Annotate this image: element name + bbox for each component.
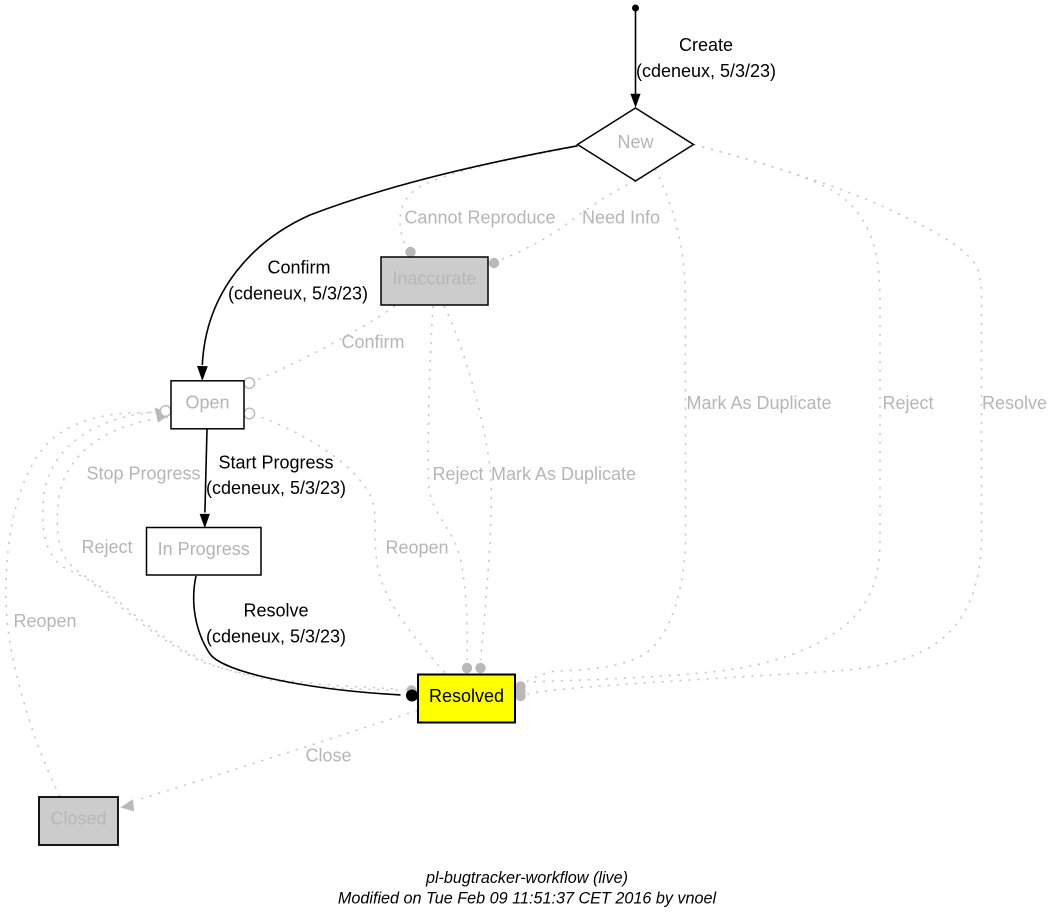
svg-text:Mark As Duplicate: Mark As Duplicate	[686, 393, 831, 413]
svg-text:In Progress: In Progress	[158, 539, 250, 559]
svg-text:New: New	[617, 132, 654, 152]
svg-text:Close: Close	[305, 746, 351, 766]
svg-text:Open: Open	[185, 392, 229, 412]
svg-text:Mark As Duplicate: Mark As Duplicate	[491, 464, 636, 484]
svg-text:Reject: Reject	[432, 464, 483, 484]
svg-text:Stop Progress: Stop Progress	[86, 464, 200, 484]
svg-text:(cdeneux, 5/3/23): (cdeneux, 5/3/23)	[228, 284, 368, 304]
svg-text:Confirm: Confirm	[267, 258, 330, 278]
svg-text:Need Info: Need Info	[582, 208, 660, 228]
svg-text:Modified on Tue Feb 09 11:51:3: Modified on Tue Feb 09 11:51:37 CET 2016…	[338, 890, 717, 908]
svg-text:Closed: Closed	[50, 809, 106, 829]
svg-text:(cdeneux, 5/3/23): (cdeneux, 5/3/23)	[636, 61, 776, 81]
svg-text:Resolve: Resolve	[243, 601, 308, 621]
svg-text:Resolved: Resolved	[429, 686, 504, 706]
svg-text:Confirm: Confirm	[341, 332, 404, 352]
svg-text:Reopen: Reopen	[13, 611, 76, 631]
svg-text:Cannot Reproduce: Cannot Reproduce	[404, 208, 555, 228]
svg-text:Create: Create	[679, 35, 733, 55]
svg-text:Reject: Reject	[882, 393, 933, 413]
svg-text:Inaccurate: Inaccurate	[392, 269, 476, 289]
svg-text:Start Progress: Start Progress	[218, 453, 333, 473]
svg-text:(cdeneux, 5/3/23): (cdeneux, 5/3/23)	[206, 478, 346, 498]
svg-text:Resolve: Resolve	[982, 393, 1047, 413]
svg-text:pl-bugtracker-workflow (live): pl-bugtracker-workflow (live)	[425, 869, 628, 887]
svg-text:Reopen: Reopen	[385, 538, 448, 558]
svg-text:(cdeneux, 5/3/23): (cdeneux, 5/3/23)	[206, 627, 346, 647]
svg-text:Reject: Reject	[81, 537, 132, 557]
